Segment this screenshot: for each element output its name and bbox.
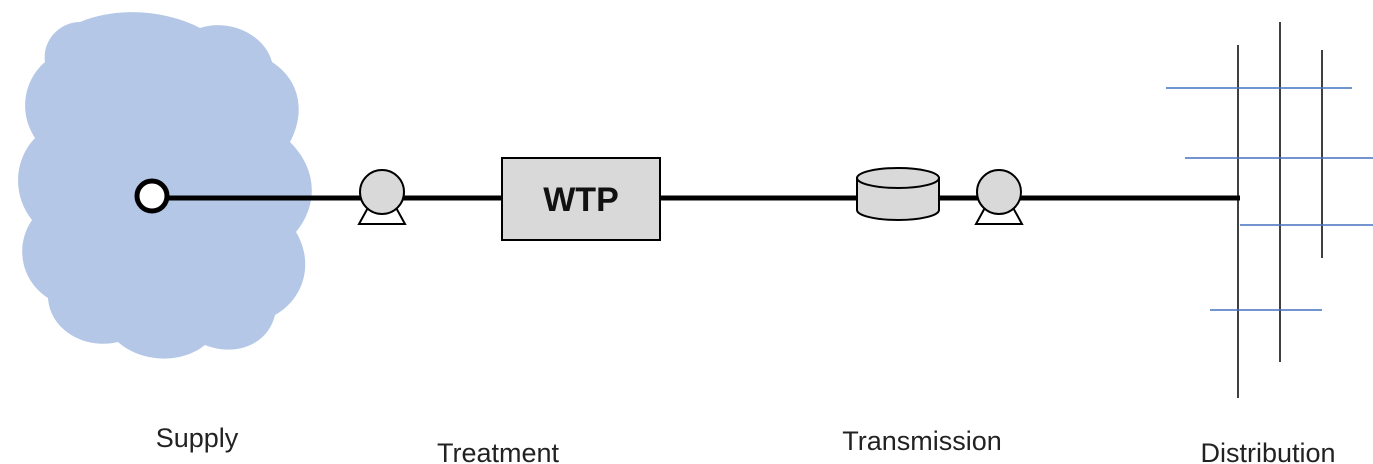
intake-ring-icon xyxy=(134,178,170,214)
distribution-grid xyxy=(1166,22,1373,398)
stage-label-distribution: Distribution xyxy=(1200,438,1335,464)
pump-icon xyxy=(974,169,1024,225)
stage-label-supply: Supply xyxy=(156,423,239,453)
stage-label-treatment: Treatment xyxy=(437,438,560,464)
storage-tank-icon xyxy=(856,167,940,221)
treatment-plant-box: WTP xyxy=(501,157,661,241)
wtp-label: WTP xyxy=(543,181,619,219)
pump-icon xyxy=(357,169,407,225)
stage-label-transmission: Transmission xyxy=(842,426,1002,456)
